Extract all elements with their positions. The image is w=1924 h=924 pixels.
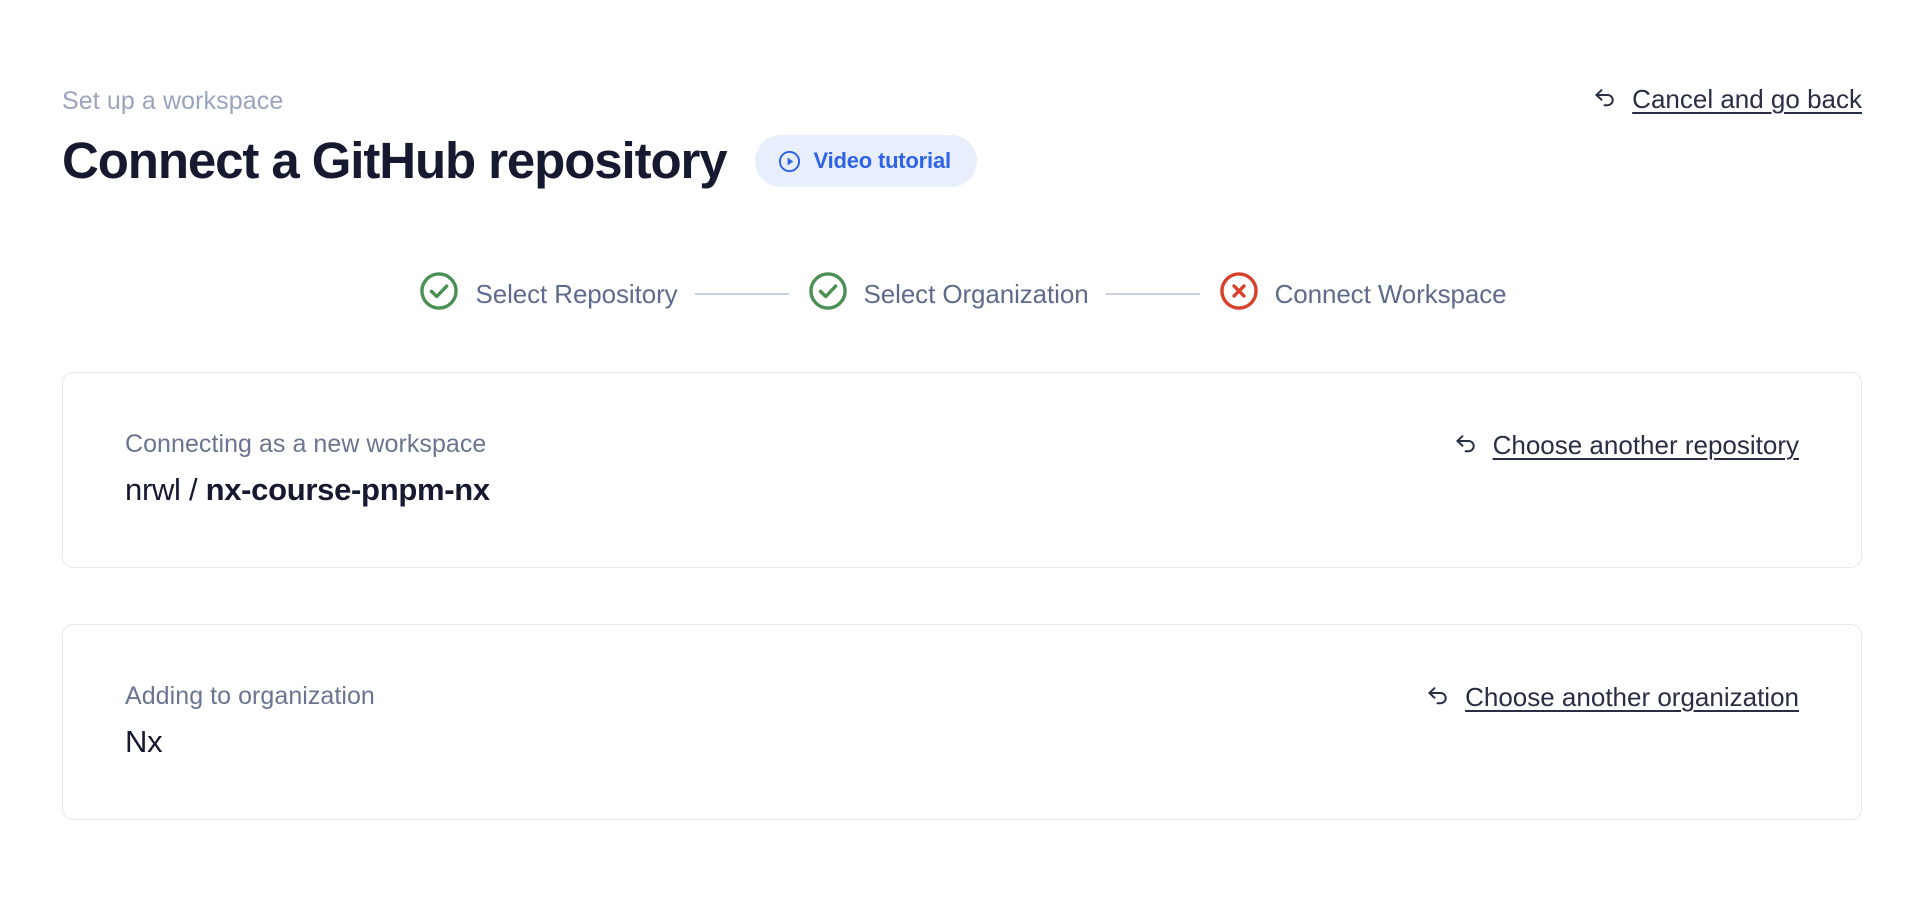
stepper-label-connect-workspace: Connect Workspace bbox=[1274, 278, 1507, 309]
organization-card-value: Nx bbox=[125, 723, 1799, 761]
undo-arrow-icon bbox=[1424, 680, 1452, 713]
cancel-and-go-back-link[interactable]: Cancel and go back bbox=[1591, 82, 1862, 115]
stepper-connector-1 bbox=[694, 292, 789, 295]
organization-name: Nx bbox=[125, 724, 163, 759]
choose-another-organization-label: Choose another organization bbox=[1465, 681, 1799, 712]
summary-cards: Connecting as a new workspace nrwl / nx-… bbox=[62, 372, 1862, 820]
stepper-connector-2 bbox=[1105, 292, 1200, 295]
video-tutorial-label: Video tutorial bbox=[813, 148, 952, 173]
repository-owner: nrwl / bbox=[125, 472, 206, 507]
play-circle-icon bbox=[777, 149, 802, 174]
page-title: Connect a GitHub repository bbox=[62, 132, 728, 189]
organization-card: Adding to organization Nx Choose another… bbox=[62, 624, 1862, 820]
stepper-label-select-repository: Select Repository bbox=[475, 278, 678, 309]
choose-another-repository-link[interactable]: Choose another repository bbox=[1452, 428, 1799, 461]
stepper-label-select-organization: Select Organization bbox=[863, 278, 1089, 309]
title-row: Connect a GitHub repository Video tutori… bbox=[62, 131, 1862, 191]
check-circle-icon bbox=[806, 269, 850, 318]
breadcrumb-eyebrow: Set up a workspace bbox=[62, 87, 284, 115]
cancel-and-go-back-label: Cancel and go back bbox=[1632, 83, 1862, 114]
check-circle-icon bbox=[417, 269, 461, 318]
organization-card-eyebrow: Adding to organization bbox=[125, 682, 375, 710]
video-tutorial-button[interactable]: Video tutorial bbox=[754, 135, 977, 187]
stepper-step-connect-workspace[interactable]: Connect Workspace bbox=[1217, 269, 1507, 318]
stepper-step-select-repository[interactable]: Select Repository bbox=[417, 269, 678, 318]
progress-stepper: Select Repository Select Organization bbox=[62, 269, 1862, 318]
undo-arrow-icon bbox=[1591, 82, 1619, 115]
choose-another-organization-link[interactable]: Choose another organization bbox=[1424, 680, 1799, 713]
repository-card-value: nrwl / nx-course-pnpm-nx bbox=[125, 471, 1799, 509]
stepper-step-select-organization[interactable]: Select Organization bbox=[806, 269, 1089, 318]
repository-card-eyebrow: Connecting as a new workspace bbox=[125, 430, 487, 458]
page-header: Set up a workspace Connect a GitHub repo… bbox=[62, 0, 1862, 191]
repository-card: Connecting as a new workspace nrwl / nx-… bbox=[62, 372, 1862, 568]
undo-arrow-icon bbox=[1452, 428, 1480, 461]
repository-name: nx-course-pnpm-nx bbox=[205, 472, 491, 507]
x-circle-icon bbox=[1217, 269, 1261, 318]
choose-another-repository-label: Choose another repository bbox=[1492, 429, 1799, 460]
